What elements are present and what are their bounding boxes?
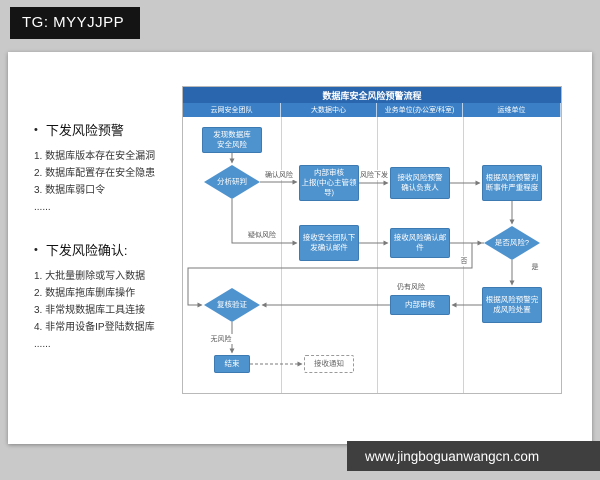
list-item: ...... <box>34 339 51 350</box>
node-receive-warning: 接收风险预警 确认负责人 <box>390 167 450 199</box>
lane-header-business-unit: 业务单位(办公室/科室) <box>377 103 463 117</box>
node-label: 接收风险预警 确认负责人 <box>397 173 443 192</box>
lane-divider <box>281 117 282 393</box>
risk-confirm-section: • 下发风险确认: 1. 大批量删除或写入数据 2. 数据库拖库删库操作 3. … <box>34 240 186 353</box>
watermark-site-url: www.jingboguanwangcn.com <box>347 441 600 471</box>
node-receive-confirm-mail: 接收风险确认邮件 <box>390 228 450 258</box>
bullet-icon: • <box>34 123 38 136</box>
node-end: 结束 <box>214 355 250 373</box>
list-item: 3. 数据库弱口令 <box>34 185 106 196</box>
slide: • 下发风险预警 1. 数据库版本存在安全漏洞 2. 数据库配置存在安全隐患 3… <box>8 52 592 444</box>
watermark-tg: TG: MYYJJPP <box>10 7 141 39</box>
node-label: 复核验证 <box>217 300 247 310</box>
list-item: 1. 数据库版本存在安全漏洞 <box>34 151 156 162</box>
section-title-text: 下发风险确认: <box>45 243 128 258</box>
node-label: 分析研判 <box>217 177 247 187</box>
node-verify-decision: 复核验证 <box>204 288 260 322</box>
bullet-icon: • <box>34 243 38 256</box>
edge-label-suspected-risk: 疑似风险 <box>247 230 277 240</box>
lane-divider <box>377 117 378 393</box>
node-label: 根据风险预警完成风险处置 <box>485 295 539 314</box>
section-title: • 下发风险预警 <box>34 120 186 139</box>
lane-header-security-team: 云网安全团队 <box>183 103 281 117</box>
list-item: 2. 数据库配置存在安全隐患 <box>34 168 156 179</box>
node-label: 发现数据库 安全风险 <box>213 130 251 149</box>
lane-divider <box>463 117 464 393</box>
node-receive-notice: 接收通知 <box>304 355 354 373</box>
node-label: 内部审核 <box>405 300 435 310</box>
list-item: 3. 非常规数据库工具连接 <box>34 305 146 316</box>
node-internal-approve: 内部审核 上报(中心主管领导) <box>299 165 359 201</box>
flowchart: 数据库安全风险预警流程 云网安全团队 大数据中心 业务单位(办公室/科室) 运维… <box>182 86 562 394</box>
node-label: 接收风险确认邮件 <box>393 233 447 252</box>
node-label: 内部审核 上报(中心主管领导) <box>301 168 357 197</box>
node-label: 是否风险? <box>494 238 530 248</box>
edge-label-no-risk: 无风险 <box>209 334 233 344</box>
list-item: ...... <box>34 202 51 213</box>
lane-header-bigdata-center: 大数据中心 <box>281 103 377 117</box>
node-judge-severity: 根据风险预警判断事件严重程度 <box>482 165 542 201</box>
edge-label-no: 否 <box>459 256 469 266</box>
section-title: • 下发风险确认: <box>34 240 186 259</box>
risk-warning-section: • 下发风险预警 1. 数据库版本存在安全漏洞 2. 数据库配置存在安全隐患 3… <box>34 120 186 216</box>
section-title-text: 下发风险预警 <box>45 123 124 138</box>
list-item: 1. 大批量删除或写入数据 <box>34 271 146 282</box>
edge-label-issue-risk: 风险下发 <box>359 170 389 180</box>
node-internal-audit: 内部审核 <box>390 295 450 315</box>
section-items: 1. 大批量删除或写入数据 2. 数据库拖库删库操作 3. 非常规数据库工具连接… <box>34 268 186 353</box>
node-label: 结束 <box>224 359 240 369</box>
node-analyze-decision: 分析研判 <box>204 165 260 199</box>
lane-header-ops-unit: 运维单位 <box>463 103 561 117</box>
node-label: 接收安全团队下发确认邮件 <box>302 233 356 252</box>
edge-label-still-risk: 仍有风险 <box>396 282 426 292</box>
flowchart-title: 数据库安全风险预警流程 <box>183 87 561 103</box>
lane-header-row: 云网安全团队 大数据中心 业务单位(办公室/科室) 运维单位 <box>183 103 561 117</box>
node-dispose-risk: 根据风险预警完成风险处置 <box>482 287 542 323</box>
left-panel: • 下发风险预警 1. 数据库版本存在安全漏洞 2. 数据库配置存在安全隐患 3… <box>34 120 186 353</box>
node-confirm-mail: 接收安全团队下发确认邮件 <box>299 225 359 261</box>
section-items: 1. 数据库版本存在安全漏洞 2. 数据库配置存在安全隐患 3. 数据库弱口令 … <box>34 148 186 216</box>
node-label: 根据风险预警判断事件严重程度 <box>485 173 539 192</box>
edge-label-yes: 是 <box>530 262 540 272</box>
edge-label-confirm-risk: 确认风险 <box>264 170 294 180</box>
node-discover-risk: 发现数据库 安全风险 <box>202 127 262 153</box>
node-risk-decision: 是否风险? <box>484 226 540 260</box>
node-label: 接收通知 <box>314 359 344 369</box>
list-item: 4. 非常用设备IP登陆数据库 <box>34 322 155 333</box>
list-item: 2. 数据库拖库删库操作 <box>34 288 136 299</box>
